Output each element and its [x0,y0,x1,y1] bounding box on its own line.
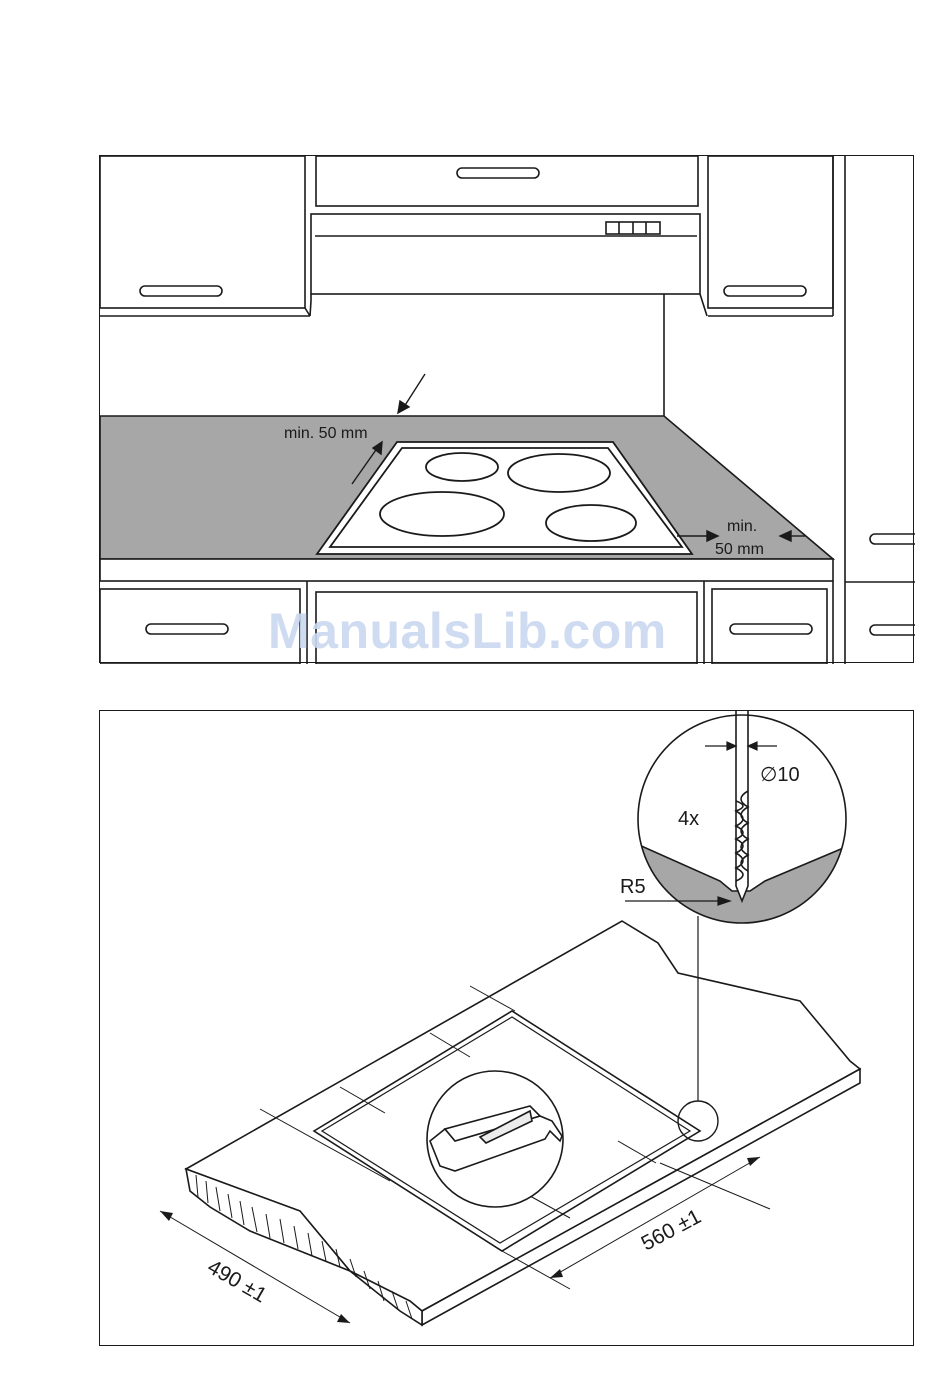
cabinet-handle [870,625,915,635]
cabinet-handle [457,168,539,178]
detail-radius-label: R5 [620,876,646,898]
kitchen-drawing: min. 50 mm min. 50 mm [100,156,915,664]
hotplate [546,505,636,541]
side-clearance-label-line1: min. [727,518,757,535]
cutout-dimensions-figure: 4x ∅10 R5 560 ±1 490 ±1 [99,710,914,1346]
extractor-hood [311,214,700,294]
cutout-width-label: 560 ±1 [638,1205,705,1255]
cabinet-handle [730,624,812,634]
upper-cabinet-middle [316,156,698,206]
kitchen-installation-figure: min. 50 mm min. 50 mm [99,155,914,663]
cutout-depth-label: 490 ±1 [204,1255,271,1307]
countertop-edge [100,559,833,581]
cabinet-handle [870,534,915,544]
side-clearance-label-line2: 50 mm [715,541,764,558]
rear-clearance-label: min. 50 mm [284,425,368,442]
hotplate [508,454,610,492]
detail-diameter-label: ∅10 [760,764,800,786]
lower-cabinet-right [712,589,827,664]
cabinet-handle [724,286,806,296]
hotplate [426,453,498,481]
watermark: ManualsLib.com [268,602,667,660]
hotplate [380,492,504,536]
cabinet-handle [140,286,222,296]
cutout-drawing: 4x ∅10 R5 560 ±1 490 ±1 [100,711,915,1347]
cabinet-handle [146,624,228,634]
detail-quantity-label: 4x [678,808,699,830]
